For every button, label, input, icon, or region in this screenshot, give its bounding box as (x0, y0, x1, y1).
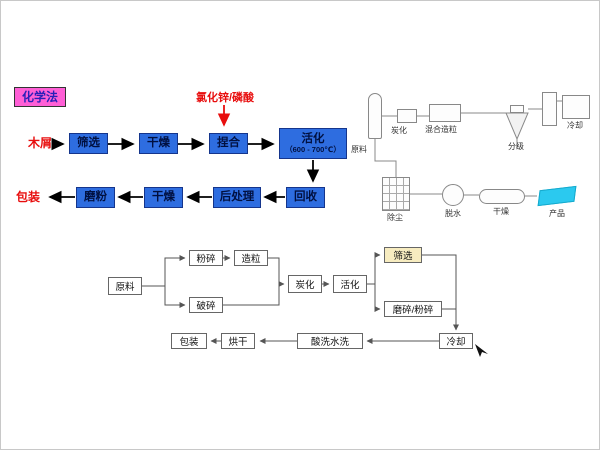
node-grind: 磨碎/粉碎 (384, 301, 442, 317)
node-cool: 冷却 (439, 333, 473, 349)
step-kneading: 捏合 (209, 133, 248, 154)
step-drying-1: 干燥 (139, 133, 178, 154)
mouse-cursor (475, 344, 488, 357)
eq-label-mix-granulate: 混合造粒 (425, 125, 457, 134)
equipment-tower (368, 93, 382, 139)
input-label-wood-chips: 木屑 (28, 136, 53, 150)
equipment-product-flag (537, 185, 577, 207)
equipment-cooler-column (542, 92, 557, 126)
step-post-treatment: 后处理 (213, 187, 261, 208)
node-screen: 筛选 (384, 247, 422, 263)
equipment-dust-collector (382, 177, 410, 211)
node-pulverize: 粉碎 (189, 250, 223, 266)
output-label-packaging: 包装 (16, 190, 41, 204)
node-granulate: 造粒 (234, 250, 268, 266)
step-recovery: 回收 (286, 187, 325, 208)
node-dry: 烘干 (221, 333, 255, 349)
equipment-mixer-granulator (429, 104, 461, 122)
step-drying-2: 干燥 (144, 187, 183, 208)
step-screening: 筛选 (69, 133, 108, 154)
node-carbonize: 炭化 (288, 275, 322, 293)
step-grinding: 磨粉 (76, 187, 115, 208)
step-activation-title: 活化 (301, 132, 325, 145)
node-activate: 活化 (333, 275, 367, 293)
step-activation-temperature: （600 - 700℃） (285, 144, 341, 154)
eq-label-dry: 干燥 (493, 207, 509, 216)
equipment-dewater-vessel (442, 184, 464, 206)
node-crush: 破碎 (189, 297, 223, 313)
node-pack: 包装 (171, 333, 207, 349)
eq-label-carbonize: 炭化 (391, 126, 407, 135)
equipment-cyclone-inlet (510, 105, 524, 113)
step-activation: 活化 （600 - 700℃） (279, 128, 347, 159)
reagent-label: 氯化锌/磷酸 (196, 92, 255, 104)
eq-label-product: 产品 (549, 209, 565, 218)
eq-label-cool: 冷却 (567, 121, 583, 130)
eq-label-dewater: 脱水 (445, 209, 461, 218)
node-acid-wash: 酸洗水洗 (297, 333, 363, 349)
eq-label-classify: 分级 (508, 142, 524, 151)
eq-label-feed: 原料 (351, 145, 367, 154)
equipment-cooler-box (562, 95, 590, 119)
eq-label-dedust: 除尘 (387, 213, 403, 222)
node-raw-material: 原料 (108, 277, 142, 295)
equipment-dryer-drum (479, 189, 525, 204)
equipment-carbonizer (397, 109, 417, 123)
method-badge: 化学法 (14, 87, 67, 108)
